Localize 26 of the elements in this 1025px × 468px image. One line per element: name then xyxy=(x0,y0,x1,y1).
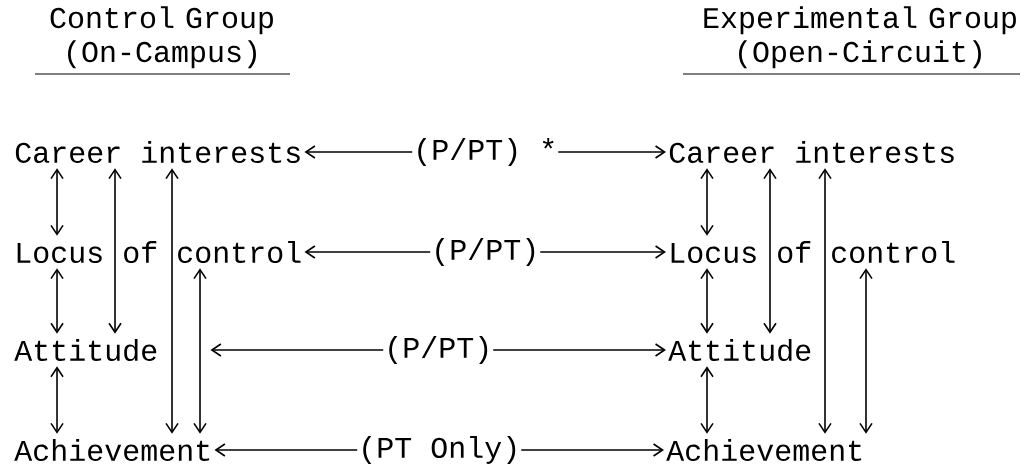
arrow xyxy=(193,268,207,434)
variable-label: Attitude xyxy=(14,338,157,362)
variable-label: Achievement xyxy=(666,439,862,461)
group-heading: Experimental Group (Open-Circuit) xyxy=(704,6,1016,69)
edge-label: (P/PT) xyxy=(389,336,488,364)
variable-label: Locus of control xyxy=(671,241,955,263)
variable-label: Achievement xyxy=(14,439,210,461)
arrow xyxy=(50,168,64,236)
arrow xyxy=(700,268,714,334)
variable-label: Locus of control xyxy=(17,241,301,263)
edge-label: (P/PT) * xyxy=(418,138,554,166)
arrow xyxy=(859,268,873,434)
arrow xyxy=(818,168,832,434)
edge-label: (PT Only) xyxy=(363,436,516,464)
arrow xyxy=(700,168,714,236)
arrow xyxy=(763,168,777,334)
arrow xyxy=(165,168,179,434)
arrow xyxy=(50,268,64,334)
arrow xyxy=(108,168,122,334)
edge-label: (P/PT) xyxy=(436,238,535,266)
arrow xyxy=(50,366,64,434)
group-heading: Control Group (On-Campus) xyxy=(50,6,273,69)
variable-label: Career interests xyxy=(15,141,300,163)
arrow xyxy=(700,366,714,434)
variable-label: Attitude xyxy=(668,338,811,362)
variable-label: Career interests xyxy=(669,141,954,163)
